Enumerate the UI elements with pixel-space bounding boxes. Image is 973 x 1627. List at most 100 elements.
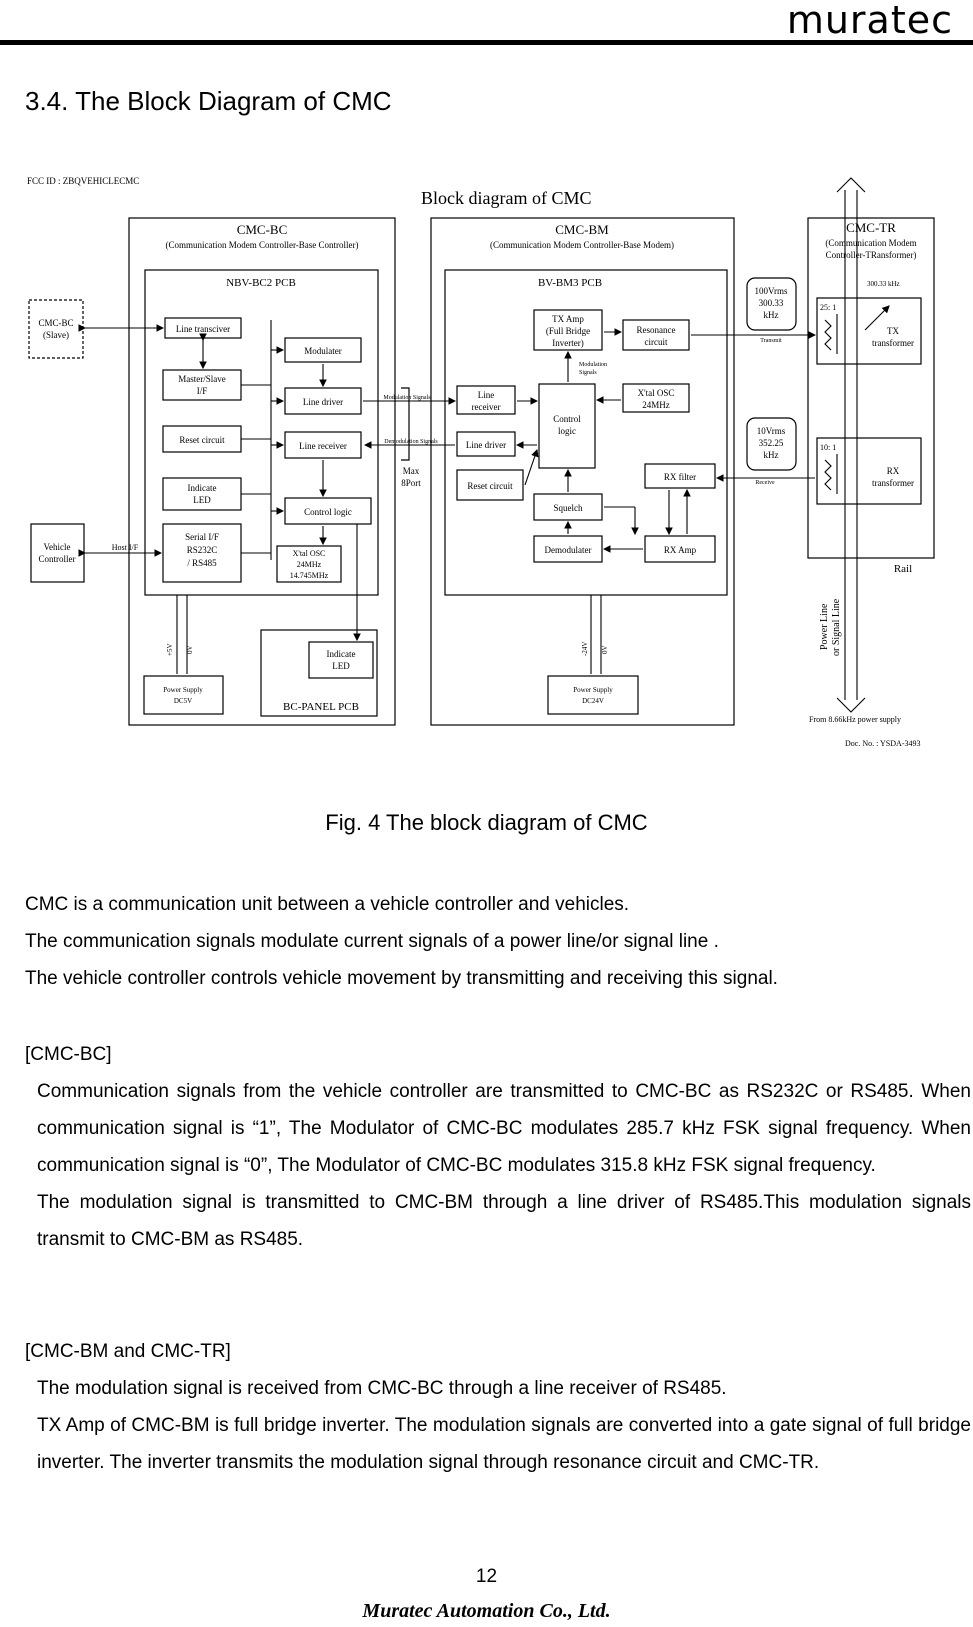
line-receiver-label: Line receiver: [299, 441, 347, 451]
rx-level-box: [746, 417, 797, 471]
serial-label-2: RS232C: [187, 545, 218, 555]
line-transceiver-label: Line transciver: [176, 324, 230, 334]
bc-panel-pcb-label: BC-PANEL PCB: [283, 701, 359, 713]
minus24v-label: -24V: [581, 642, 589, 656]
tx-level-label-3: kHz: [764, 310, 779, 320]
serial-label-1: Serial I/F: [185, 532, 219, 542]
rx-filter-box: [644, 463, 716, 489]
page-number: 12: [475, 1566, 498, 1587]
xtal-bm-label-1: X'tal OSC: [638, 388, 675, 398]
master-slave-label-2: I/F: [197, 386, 208, 396]
intro-line: The vehicle controller controls vehicle …: [25, 968, 778, 989]
section-paragraph: The modulation signal is transmitted to …: [37, 1192, 971, 1250]
control-logic-box: [284, 497, 372, 525]
line-receiver-bm-label-2: receiver: [472, 402, 501, 412]
intro-line: CMC is a communication unit between a ve…: [25, 894, 630, 915]
cmc-bc-frame: [128, 217, 396, 726]
demodulater-label: Demodulater: [545, 545, 592, 555]
xtal-bc-label-2: 24MHz: [297, 560, 322, 569]
tx-amp-label-1: TX Amp: [552, 314, 584, 324]
reset-circuit-bm-box: [456, 469, 524, 501]
plus5v-label: +5V: [166, 643, 174, 656]
mod-signals-label-2: Signals: [579, 370, 597, 376]
section-paragraph: The modulation signal is received from C…: [37, 1378, 727, 1399]
cmc-bc-title: CMC-BC: [237, 222, 288, 237]
resonance-label-2: circuit: [645, 337, 668, 347]
rail-label: Rail: [894, 563, 912, 575]
tx-transformer-box: [816, 297, 922, 365]
tx-ratio-label: 25: 1: [820, 303, 836, 312]
section-paragraph: Communication signals from the vehicle c…: [37, 1081, 971, 1176]
rx-level-label-3: kHz: [764, 450, 779, 460]
tx-amp-label-3: Inverter): [552, 338, 583, 348]
fcc-id-label: FCC ID : ZBQVEHICLECMC: [27, 176, 139, 186]
cmc-bm-frame: [430, 217, 735, 726]
bv-pcb-label: BV-BM3 PCB: [538, 277, 602, 289]
squelch-box: [533, 493, 603, 521]
tx-transformer-label-1: TX: [887, 326, 899, 336]
diagram-title: Block diagram of CMC: [421, 188, 591, 208]
psu-bm-box: [547, 675, 639, 715]
from-supply-label: From 8.66kHz power supply: [809, 715, 901, 724]
cmc-tr-subtitle-2: Controller-TRansformer): [826, 250, 917, 260]
header-rule: [0, 40, 973, 45]
psu-bc-label-2: DC5V: [174, 697, 192, 705]
max-port-bracket: [401, 387, 410, 461]
power-line-label-2: or Signal Line: [831, 598, 842, 656]
max-port-label-2: 8Port: [401, 478, 421, 488]
control-logic-label: Control logic: [304, 507, 352, 517]
squelch-label: Squelch: [554, 503, 583, 513]
max-port-label-1: Max: [403, 466, 420, 476]
cmc-bc-subtitle: (Communication Modem Controller-Base Con…: [165, 240, 358, 250]
serial-label-3: / RS485: [187, 558, 217, 568]
modulater-box: [284, 337, 362, 363]
demodulater-box: [533, 535, 603, 563]
zero-v-bm-label: 0V: [601, 645, 609, 654]
muratec-logo: muratec: [786, 0, 953, 42]
rx-level-label-2: 352.25: [759, 438, 784, 448]
indicate-led-label-2: LED: [193, 495, 211, 505]
slave-label-1: CMC-BC: [38, 318, 73, 328]
demodulation-signals-label: Demodulation Signals: [384, 439, 438, 445]
control-logic-bm-label-2: logic: [558, 426, 576, 436]
psu-bm-label-2: DC24V: [582, 697, 604, 705]
panel-led-label-2: LED: [332, 661, 350, 671]
panel-led-box: [308, 641, 374, 679]
resonance-label-1: Resonance: [637, 325, 676, 335]
zero-v-label: 0V: [186, 645, 194, 654]
section-cmc-bm-tr: [CMC-BM and CMC-TR] The modulation signa…: [25, 1333, 971, 1481]
tx-level-label-2: 300.33: [759, 298, 784, 308]
rx-transformer-label-1: RX: [887, 466, 900, 476]
cmc-bm-title: CMC-BM: [555, 222, 609, 237]
tx-amp-box: [533, 309, 603, 351]
cmc-tr-subtitle-1: (Communication Modem: [825, 238, 916, 248]
cmc-bm-subtitle: (Communication Modem Controller-Base Mod…: [490, 240, 674, 250]
section-paragraph: TX Amp of CMC-BM is full bridge inverter…: [37, 1415, 971, 1473]
vehicle-label-1: Vehicle: [44, 542, 71, 552]
xtal-bm-box: [622, 383, 690, 413]
xtal-bc-box: [276, 545, 342, 583]
tx-level-label-1: 100Vrms: [755, 286, 788, 296]
nbv-pcb-label: NBV-BC2 PCB: [226, 277, 296, 289]
line-driver-box: [284, 387, 362, 415]
tx-freq-label: 300.33 kHz: [867, 280, 900, 288]
reset-circuit-label: Reset circuit: [179, 435, 225, 445]
figure-caption: Fig. 4 The block diagram of CMC: [325, 810, 648, 835]
psu-bc-box: [143, 675, 224, 715]
company-footer: Muratec Automation Co., Ltd.: [362, 1600, 611, 1622]
xtal-bm-label-2: 24MHz: [642, 400, 670, 410]
block-diagram: FCC ID : ZBQVEHICLECMC Block diagram of …: [25, 170, 973, 790]
panel-led-label-1: Indicate: [327, 649, 356, 659]
power-line-label-1: Power Line: [819, 603, 830, 650]
intro-line: The communication signals modulate curre…: [25, 931, 719, 952]
psu-bc-label-1: Power Supply: [163, 686, 203, 694]
reset-circuit-bm-label: Reset circuit: [467, 481, 513, 491]
vehicle-label-2: Controller: [39, 554, 76, 564]
slave-box: [28, 299, 84, 359]
modulater-label: Modulater: [304, 346, 342, 356]
rx-amp-box: [644, 535, 716, 563]
intro-text: CMC is a communication unit between a ve…: [25, 886, 971, 997]
xtal-bc-label-3: 14.745MHz: [290, 571, 329, 580]
line-receiver-bm-label-1: Line: [478, 390, 495, 400]
line-driver-bm-box: [456, 431, 516, 457]
